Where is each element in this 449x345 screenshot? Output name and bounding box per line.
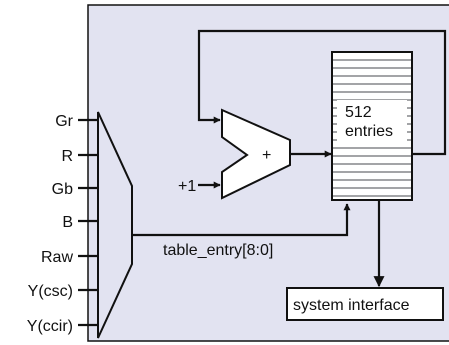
memory-entries-label: entries [345,123,393,140]
address-bus-wire [132,203,351,237]
memory-size-label: 512 [345,104,372,121]
input-label-gr: Gr [55,113,73,130]
input-label-raw: Raw [41,249,73,266]
address-bus-label: table_entry[8:0] [163,242,273,259]
mux-input-wires [78,118,98,327]
memory-outline [331,51,413,201]
memory-block: 512 entries [331,51,413,201]
input-label-y-csc: Y(csc) [28,283,73,300]
feedback-loop-wire [197,29,447,156]
mux-input-labels: Gr R Gb B Raw Y(csc) Y(ccir) [27,113,74,335]
input-label-r: R [61,148,73,165]
adder-operator: + [262,147,271,164]
input-label-b: B [62,214,73,231]
system-interface-label: system interface [293,297,410,314]
memory-label-backdrop [337,100,407,142]
input-label-gb: Gb [52,181,73,198]
adder [221,108,291,200]
multiplexer [97,111,133,339]
increment-label: +1 [178,178,196,195]
system-interface-box [286,287,444,321]
input-label-y-ccir: Y(ccir) [27,318,73,335]
